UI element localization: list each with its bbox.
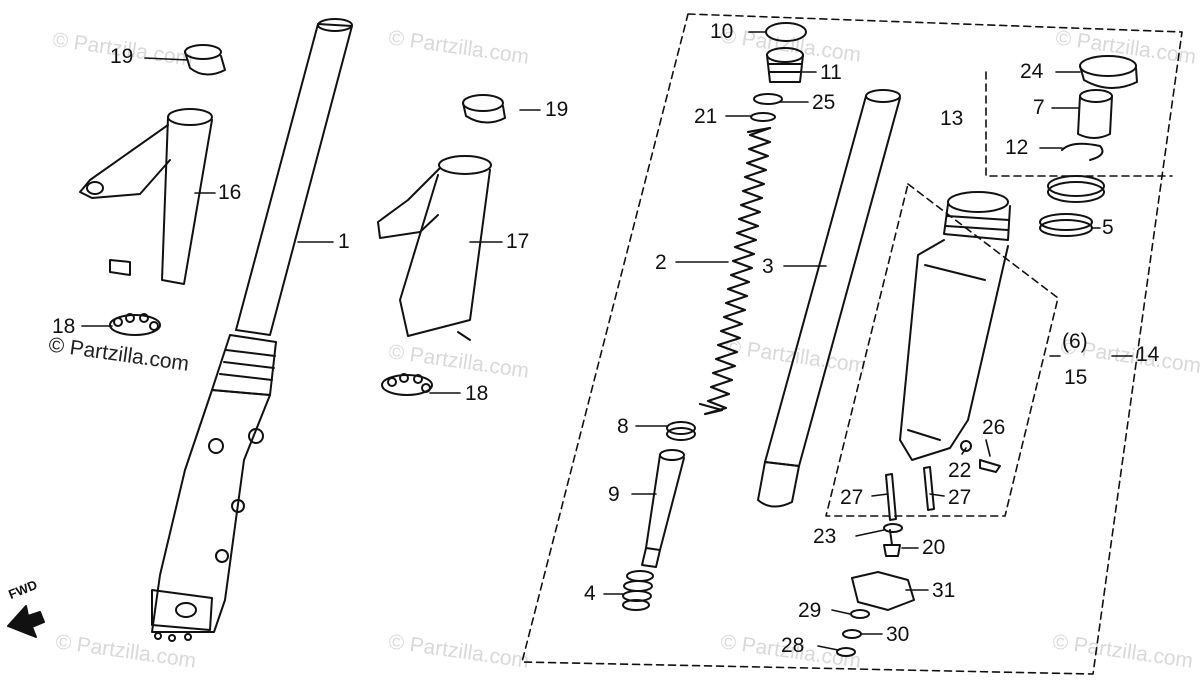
- callout-5: 5: [1102, 216, 1114, 239]
- callout-27: 27: [840, 486, 864, 509]
- callout-28: 28: [781, 634, 805, 657]
- bushing-7-part: [1077, 89, 1113, 139]
- callout-11: 11: [820, 61, 842, 84]
- fwd-arrow-icon: [7, 605, 45, 638]
- callout-12: 12: [1005, 136, 1029, 159]
- assembly-outline: [521, 13, 1183, 675]
- callout-16: 16: [218, 181, 242, 204]
- callout-27: 27: [948, 486, 972, 509]
- washer-23-part: [883, 523, 903, 533]
- spring-washer-30-part: [842, 629, 862, 639]
- callout-30: 30: [886, 623, 910, 646]
- cap-bolt-part: [766, 47, 804, 83]
- callout-14: 14: [1136, 343, 1160, 366]
- dust-seal-part: [184, 44, 226, 76]
- bracket-left-part: [79, 108, 213, 285]
- callout-4: 4: [584, 582, 596, 605]
- callout-8: 8: [617, 415, 629, 438]
- callout-24: 24: [1020, 60, 1044, 83]
- o-ring-part: [753, 93, 783, 105]
- washer-part: [750, 112, 776, 122]
- damper-rod-part: [641, 449, 685, 568]
- callout-2: 2: [655, 251, 667, 274]
- spring-part: [698, 126, 772, 416]
- callout-18: 18: [52, 315, 76, 338]
- bearing-part: [381, 373, 433, 396]
- callout-20: 20: [922, 536, 946, 559]
- callout-17: 17: [506, 230, 530, 253]
- fork-assembly-part: [151, 18, 353, 642]
- oil-seal-part: [1047, 175, 1105, 203]
- callout-6: (6): [1062, 330, 1088, 353]
- nut-28-part: [836, 647, 856, 657]
- fork-tube-part: [757, 89, 901, 508]
- bolt-20-part: [883, 529, 901, 557]
- cap-part: [765, 22, 807, 42]
- dust-seal-24-part: [1079, 55, 1138, 89]
- callout-10: 10: [710, 20, 734, 43]
- callout-31: 31: [932, 579, 956, 602]
- callout-25: 25: [812, 91, 836, 114]
- bolt-26-part: [979, 459, 1001, 473]
- circlip-part: [1061, 142, 1104, 161]
- callout-19: 19: [545, 98, 569, 121]
- callout-7: 7: [1033, 96, 1045, 119]
- nut-22-part: [960, 440, 972, 452]
- callout-3: 3: [762, 255, 774, 278]
- bearing-part: [109, 313, 161, 336]
- rebound-spring-part: [622, 570, 654, 611]
- callout-13: 13: [940, 107, 964, 130]
- piston-ring-part: [666, 421, 696, 441]
- callout-1: 1: [338, 230, 350, 253]
- dust-seal-part: [462, 94, 506, 124]
- callout-22: 22: [948, 459, 972, 482]
- stud-27-part: [923, 466, 935, 511]
- callout-18: 18: [465, 382, 489, 405]
- callout-21: 21: [694, 105, 718, 128]
- axle-holder-part: [851, 571, 915, 611]
- slider-part: [899, 191, 1011, 461]
- callout-26: 26: [982, 416, 1006, 439]
- bracket-right-part: [377, 155, 492, 341]
- back-up-ring-part: [1039, 213, 1093, 237]
- callout-15: 15: [1064, 366, 1088, 389]
- callout-23: 23: [813, 525, 837, 548]
- callout-9: 9: [608, 483, 620, 506]
- stud-27-part: [885, 473, 897, 521]
- washer-29-part: [850, 609, 870, 619]
- callout-29: 29: [798, 599, 822, 622]
- leader-lines: [81, 31, 1133, 651]
- callout-19: 19: [110, 45, 134, 68]
